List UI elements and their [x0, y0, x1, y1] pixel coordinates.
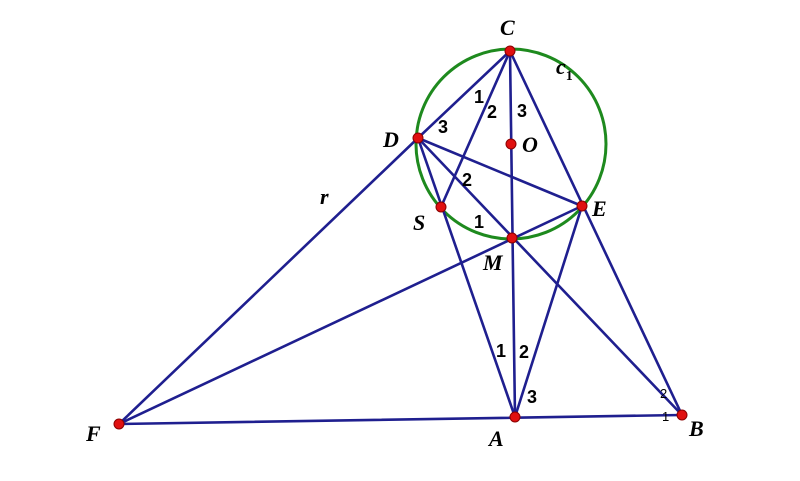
angle-mark-C3: 3: [517, 101, 527, 121]
segment-EA: [513, 204, 584, 419]
segments: [117, 49, 684, 426]
segment-CD: [416, 49, 512, 140]
label-C: C: [500, 15, 515, 40]
angle-marks: 1 2 3 3 2 1 1 2 3 2 1: [438, 87, 669, 424]
point-S: [435, 201, 447, 213]
angle-mark-B1: 1: [662, 409, 669, 424]
label-S: S: [413, 210, 425, 235]
circle-label: c1: [556, 54, 573, 84]
point-M: [506, 232, 518, 244]
circle-label-base: c: [556, 54, 566, 79]
label-A: A: [487, 426, 504, 451]
segment-FD: [117, 136, 420, 426]
angle-mark-D3: 3: [438, 117, 448, 137]
point-labels: C O D E S M A B F: [85, 15, 704, 451]
angle-mark-D2: 2: [462, 170, 472, 190]
point-D: [412, 132, 424, 144]
label-r: r: [320, 184, 329, 209]
circle-label-sub: 1: [566, 69, 573, 84]
label-F: F: [85, 421, 101, 446]
points: [113, 45, 688, 430]
label-M: M: [482, 250, 504, 275]
label-D: D: [382, 127, 399, 152]
segment-DE: [416, 136, 584, 208]
label-E: E: [591, 196, 607, 221]
point-E: [576, 200, 588, 212]
point-O: [505, 138, 517, 150]
point-B: [676, 409, 688, 421]
angle-mark-A2: 2: [519, 342, 529, 362]
segment-FB: [117, 413, 684, 426]
point-C: [504, 45, 516, 57]
angle-mark-C2: 2: [487, 102, 497, 122]
angle-mark-B2: 2: [660, 386, 667, 401]
segment-FE: [117, 204, 584, 426]
segment-CB: [508, 49, 684, 417]
segment-CS: [439, 49, 512, 209]
point-A: [509, 411, 521, 423]
point-F: [113, 418, 125, 430]
label-O: O: [522, 132, 538, 157]
segment-DA: [416, 136, 517, 419]
angle-mark-A1: 1: [496, 341, 506, 361]
label-B: B: [688, 416, 704, 441]
angle-mark-C1: 1: [474, 87, 484, 107]
angle-mark-M1: 1: [474, 212, 484, 232]
segment-DB: [416, 136, 684, 417]
angle-mark-A3: 3: [527, 387, 537, 407]
